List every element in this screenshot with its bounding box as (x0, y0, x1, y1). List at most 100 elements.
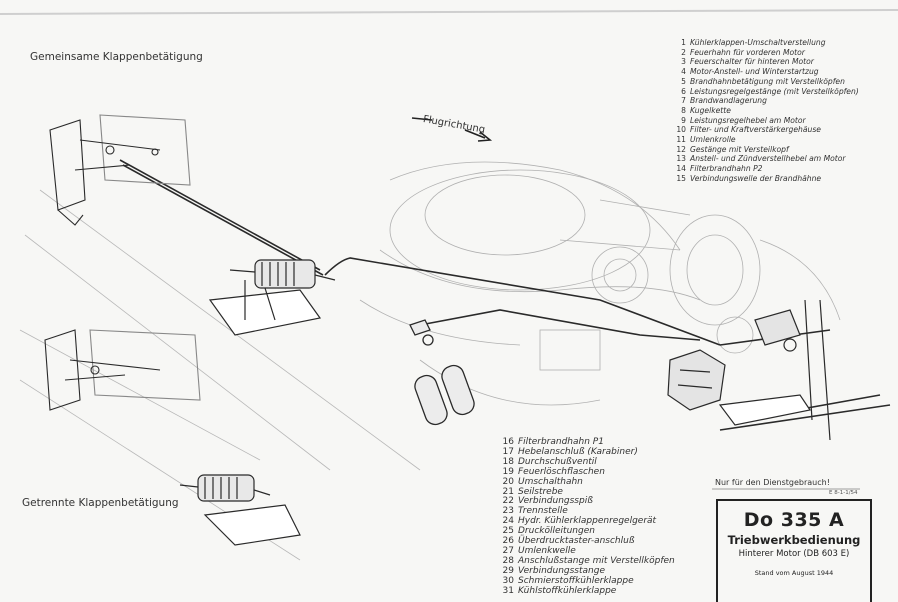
legend-item-text: Brandhahnbetätigung mit Verstellköpfen (690, 76, 845, 86)
legend-item: 16 Filterbrandhahn P1 (500, 437, 675, 448)
label-common-flap-operation: Gemeinsame Klappenbetätigung (30, 51, 203, 63)
legend-item-number: 5 (681, 76, 686, 86)
legend-item: 14 Filterbrandhahn P2 (668, 164, 859, 174)
legend-item: 25 Druckölleitungen (500, 526, 675, 537)
legend-item: 19 Feuerlöschflaschen (500, 466, 675, 478)
legend-item: 2 Feuerhahn für vorderen Motor (668, 48, 859, 58)
title-block: Do 335 A Triebwerkbedienung Hinterer Mot… (716, 499, 872, 602)
legend-item: 10 Filter- und Kraftverstärkergehäuse (668, 125, 859, 135)
legend-item-text: Seilstrebe (518, 486, 563, 497)
legend-item-text: Filterbrandhahn P1 (518, 437, 604, 447)
legend-item-text: Feuerschalter für hinteren Motor (690, 57, 814, 67)
legend-item: 11 Umlenkrolle (668, 135, 859, 145)
legend-item-number: 16 (502, 437, 514, 447)
legend-item-number: 24 (502, 516, 514, 527)
legend-item-number: 14 (676, 164, 686, 174)
legend-item-number: 20 (502, 476, 514, 487)
legend-item: 18 Durchschußventil (500, 456, 675, 468)
legend-item: 6 Leistungsregelgestänge (mit Verstellköp… (668, 87, 859, 97)
legend-item: 15 Verbindungswelle der Brandhähne (668, 174, 859, 184)
flight-direction-arrow (411, 117, 493, 142)
legend-item-number: 25 (502, 526, 514, 537)
legend-item-text: Verbindungsspiß (518, 496, 593, 507)
legend-item-text: Druckölleitungen (518, 526, 595, 537)
legend-item-number: 10 (676, 125, 686, 135)
drawing-engine-label: Hinterer Motor (DB 603 E) (738, 549, 850, 559)
label-official-use: Nur für den Dienstgebrauch! (715, 478, 830, 487)
legend-item-text: Verbindungsstange (518, 565, 605, 576)
legend-item-number: 8 (681, 105, 686, 115)
drawing-status-date: Stand vom August 1944 (754, 569, 834, 577)
legend-item-text: Anschlußstange mit Verstellköpfen (518, 555, 675, 566)
legend-item-text: Durchschußventil (518, 456, 597, 467)
legend-item-number: 18 (502, 456, 514, 467)
legend-item-number: 11 (676, 135, 686, 145)
legend-item-number: 29 (502, 565, 514, 576)
legend-item-number: 15 (676, 173, 686, 183)
legend-item-text: Feuerlöschflaschen (518, 466, 605, 477)
legend-item-text: Verbindungswelle der Brandhähne (690, 173, 822, 183)
legend-item-text: Trennstelle (518, 506, 568, 517)
legend-item-text: Kugelkette (690, 105, 731, 115)
label-separate-flap-operation: Getrennte Klappenbetätigung (22, 497, 179, 509)
common-flap-assembly (49, 114, 191, 226)
legend-item-text: Gestänge mit Versteilkopf (690, 144, 789, 154)
rear-engine-control-unit (667, 299, 831, 441)
legend-item-text: Umlenkwelle (518, 545, 576, 556)
legend-item: 20 Umschalthahn (500, 476, 675, 488)
legend-item-number: 2 (681, 47, 686, 57)
legend-item: 26 Überdrucktaster-anschluß (500, 536, 675, 547)
legend-item: 24 Hydr. Kühlerklappenregelgerät (500, 516, 675, 527)
legend-item-text: Hydr. Kühlerklappenregelgerät (518, 516, 657, 527)
flap-regulator-lower (179, 474, 301, 546)
legend-item-number: 4 (681, 67, 686, 77)
legend-item-text: Motor-Anstell- und Winterstartzug (690, 67, 819, 77)
legend-item-number: 3 (681, 57, 686, 67)
drawing-reference-number: E 8-1-1/54 (829, 490, 858, 496)
legend-item-number: 17 (502, 446, 514, 457)
control-linkage (119, 159, 891, 431)
legend-item-text: Filter- und Kraftverstärkergehäuse (690, 125, 821, 135)
legend-item-text: Brandwandlagerung (690, 96, 767, 106)
engine-sketch (359, 161, 841, 406)
flap-regulator-upper (208, 259, 336, 336)
legend-item-text: Leistungsregelgestänge (mit Verstellköpf… (690, 86, 859, 96)
legend-item: 30 Schmierstoffkühlerklappe (500, 575, 675, 587)
legend-item-number: 27 (502, 545, 514, 556)
legend-item-number: 12 (676, 144, 686, 154)
legend-item: 29 Verbindungsstange (500, 565, 675, 577)
legend-item-number: 6 (681, 86, 686, 96)
legend-item: 4 Motor-Anstell- und Winterstartzug (668, 67, 859, 77)
drawing-subtitle: Triebwerkbedienung (727, 533, 861, 547)
legend-item-text: Filterbrandhahn P2 (690, 164, 763, 174)
legend-item: 8 Kugelkette (668, 106, 859, 116)
fire-extinguisher-bottles (409, 319, 475, 426)
legend-item-text: Umschalthahn (518, 476, 583, 487)
legend-item-number: 30 (502, 575, 514, 586)
legend-item: 27 Umlenkwelle (500, 545, 675, 557)
legend-item-number: 21 (502, 486, 514, 497)
legend-item-text: Anstell- und Zündverstellhebel am Motor (690, 154, 846, 164)
legend-item: 28 Anschlußstange mit Verstellköpfen (500, 555, 675, 567)
legend-item-number: 31 (502, 585, 514, 596)
legend-item-text: Feuerhahn für vorderen Motor (690, 47, 805, 57)
legend-item-text: Schmierstoffkühlerklappe (518, 575, 634, 586)
legend-item: 3 Feuerschalter für hinteren Motor (668, 57, 859, 67)
separate-flap-assembly (44, 329, 201, 411)
legend-item-number: 28 (502, 555, 514, 566)
legend-item-text: Umlenkrolle (690, 135, 736, 145)
legend-item-number: 26 (502, 536, 514, 547)
drawing-title: Do 335 A (743, 509, 845, 531)
legend-item-text: Überdrucktaster-anschluß (518, 536, 635, 547)
legend-item-number: 19 (502, 466, 514, 477)
